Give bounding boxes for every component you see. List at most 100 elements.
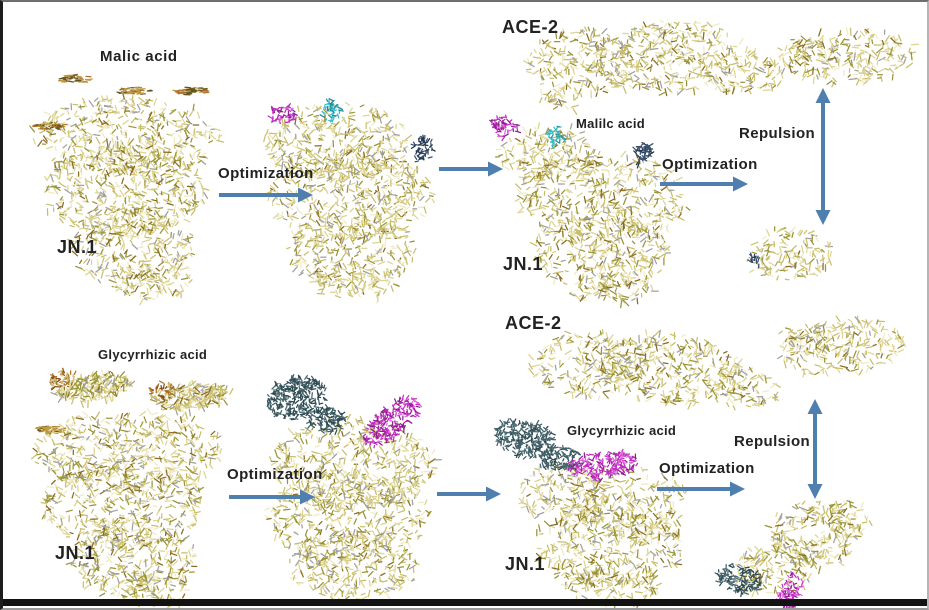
malic-acid-molecule-2 [116,86,153,95]
malic-ligand-navy-1-strokes [410,134,436,161]
repulsion-arrow-2-head [807,484,823,499]
optimization-arrow-3 [229,489,315,505]
optimization-arrow-2 [660,176,748,192]
jn1-spike-protein-1-strokes [39,95,225,299]
ace2-protein-bottom-strokes [528,329,781,411]
glyc-ligand-magenta-2-strokes [566,450,634,482]
malic-ligand-magenta-2 [489,114,522,142]
jn1-ace2-complex-top-strokes [495,126,684,302]
optimization-label-2: Optimization [662,156,758,173]
repulsion-arrow-2 [807,399,823,499]
jn1-label-4: JN.1 [505,554,546,574]
repelled-jn1-top-strokes [760,234,834,277]
jn1-spike-protein-1-strokes [37,93,207,297]
ace2-label-bottom: ACE-2 [505,313,562,333]
optimization-arrow-1-head [298,187,313,203]
optimization-label-1: Optimization [218,165,314,182]
repulsion-label-1: Repulsion [739,125,816,142]
glycyrrhizic-molecule-2-end [148,380,179,402]
malic-acid-molecule-3 [172,86,210,96]
glyc-ligand-magenta-1 [362,394,423,449]
malic-ligand-magenta-2-strokes [490,122,514,138]
ace2-protein-top-strokes [527,24,786,106]
malic-ligand-cyan-1 [319,97,344,123]
ace2-protein-top-strokes [527,19,774,110]
repelled-jn1-bottom-strokes [743,500,862,594]
repelled-jn1-top-strokes [785,250,824,271]
optimization-arrow-1 [219,187,313,203]
jn1-spike-protein-2 [263,101,437,304]
ace2-protein-bottom-strokes [538,329,777,404]
glycyrrhizic-molecule-2-strokes [156,382,226,416]
repulsion-arrow-1 [815,88,831,225]
transition-arrow-1 [439,161,503,177]
glycyrrhizic-molecule-1-end [49,367,77,391]
jn1-spike-protein-1 [29,93,225,306]
optimization-arrow-4-head [730,481,745,497]
malic-ligand-cyan-2 [546,125,567,150]
repelled-ace2-top [777,27,920,88]
glycyrrhizic-molecule-2 [149,379,234,417]
malic-ligand-navy-2 [632,141,655,169]
malic-ligand-magenta-2-strokes [489,118,522,138]
stray-stick-bottom-strokes [35,425,66,435]
repelled-jn1-top-strokes [750,226,833,281]
repelled-jn1-top-dark-spot [747,252,760,269]
glyc-ligand-teal-1-strokes [266,374,346,435]
malic-acid-molecule-3-strokes [183,86,208,96]
jn1-ace2-complex-top [494,122,691,309]
repelled-jn1-top-strokes [745,226,826,280]
glycyrrhizic-acid-label-2: Glycyrrhizic acid [567,423,677,438]
jn1-label-2: JN.1 [503,254,544,274]
optimization-arrow-3-head [300,489,315,505]
repulsion-label-2: Repulsion [734,433,811,450]
jn1-spike-protein-4-strokes [270,419,436,601]
jn1-label-3: JN.1 [55,543,96,563]
optimization-arrow-2-head [733,176,748,192]
jn1-ace2-complex-bottom-strokes [526,473,683,608]
repelled-jn1-top [745,226,834,281]
ace2-protein-top-strokes [525,21,782,115]
malic-ligand-navy-1 [410,134,436,163]
malic-ligand-magenta-1 [267,103,298,125]
repelled-ace2-top-strokes [778,30,920,85]
jn1-ace2-complex-top-strokes [506,129,685,302]
repelled-jn1-top-dark-spot-strokes [747,252,760,269]
ace2-protein-top [523,19,786,115]
glyc-ligand-teal-2-strokes [495,418,583,471]
ace2-protein-bottom-strokes [577,335,764,406]
malic-ligand-navy-2-strokes [632,142,654,165]
jn1-spike-protein-4-strokes [273,419,443,593]
jn1-ace2-complex-top-strokes [501,122,684,304]
glyc-ligand-magenta-1-strokes [362,396,421,446]
glyc-ligand-teal-2 [494,418,583,471]
jn1-ace2-complex-top-strokes [515,131,682,305]
malic-acid-label: Malic acid [100,48,178,65]
molecule-canvas [29,19,920,608]
glyc-ligand-teal-1 [266,373,347,436]
jn1-spike-protein-1-strokes [48,97,216,301]
malic-acid-molecule-1-strokes [58,74,82,83]
repelled-jn1-top-dark-spot-strokes [750,256,757,264]
malic-acid-molecule-1 [58,73,93,83]
optimization-arrow-4 [657,481,745,497]
optimization-label-3: Optimization [227,466,323,483]
malic-ligand-magenta-1-strokes [267,103,296,125]
jn1-ace2-complex-bottom [518,459,690,608]
glycyrrhizic-molecule-1-strokes [50,377,136,403]
malilc-acid-label: Malilc acid [576,116,646,131]
optimization-label-4: Optimization [659,460,755,477]
jn1-spike-protein-3-strokes [36,415,218,602]
glycyrrhizic-molecule-1 [50,369,136,409]
glycyrrhizic-molecule-1-end-strokes [50,369,75,387]
jn1-spike-protein-3-strokes [42,418,222,597]
jn1-label-1: JN.1 [57,237,98,257]
glyc-ligand-teal-3 [714,562,763,598]
repelled-ace2-top-strokes [788,28,896,78]
jn1-spike-protein-2-strokes [269,104,434,301]
repelled-jn1-bottom-strokes [737,506,858,584]
jn1-spike-protein-3-strokes [32,412,216,605]
ace2-label-top: ACE-2 [502,17,559,37]
malic-acid-molecule-2-strokes [121,86,146,95]
jn1-ace2-complex-bottom-strokes [523,464,682,600]
